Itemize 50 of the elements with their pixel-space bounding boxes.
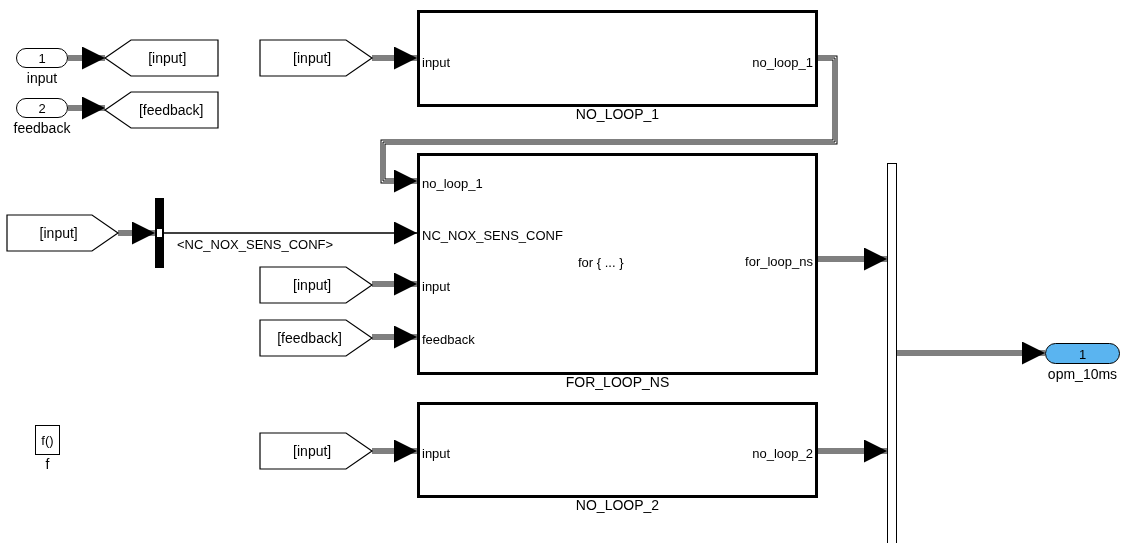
goto-tag-block xyxy=(105,92,218,128)
block-name: input xyxy=(26,70,58,86)
port-label: no_loop_2 xyxy=(752,446,813,461)
signal-arrow xyxy=(117,221,156,245)
port-number: 1 xyxy=(1078,346,1087,361)
port-label: input xyxy=(422,279,451,294)
bus-selector-bar xyxy=(155,198,164,268)
port-number: 1 xyxy=(38,50,46,66)
block-name: NO_LOOP_1 xyxy=(575,106,660,122)
signal-arrow xyxy=(896,341,1046,365)
bus-creator-bar xyxy=(887,163,897,543)
tag-label: [input] xyxy=(39,225,78,241)
tag-label: [feedback] xyxy=(277,330,342,346)
signal-arrow xyxy=(371,325,418,349)
tag-label: [input] xyxy=(293,443,332,459)
port-number: 2 xyxy=(38,100,46,116)
signal-arrow xyxy=(817,247,888,271)
tag-label: [input] xyxy=(293,50,332,66)
signal-arrow xyxy=(67,96,106,120)
tag-label: [input] xyxy=(148,50,187,66)
tag-label: [input] xyxy=(293,277,332,293)
from-tag-block xyxy=(7,215,118,251)
block-name: opm_10ms xyxy=(1047,366,1118,382)
tag-label: f() xyxy=(41,432,54,448)
signal-arrow xyxy=(163,221,418,245)
block-name: NO_LOOP_2 xyxy=(575,497,660,513)
tag-label: [feedback] xyxy=(138,102,204,118)
port-label: feedback xyxy=(422,332,475,347)
goto-tag-block xyxy=(105,40,218,76)
port-label: NC_NOX_SENS_CONF xyxy=(422,228,563,243)
block-name: f xyxy=(45,456,50,472)
port-label: input xyxy=(422,55,451,70)
port-label: input xyxy=(422,446,451,461)
from-tag-block xyxy=(260,433,372,469)
from-tag-block xyxy=(260,320,372,356)
block-name: FOR_LOOP_NS xyxy=(565,374,670,390)
signal-arrow xyxy=(371,46,418,70)
block-name: feedback xyxy=(13,120,71,136)
signal-arrow xyxy=(380,55,838,193)
port-label: for_loop_ns xyxy=(745,254,813,269)
from-tag-block xyxy=(260,267,372,303)
signal-arrow xyxy=(67,46,106,70)
signal-arrow xyxy=(817,439,888,463)
signal-arrow xyxy=(371,272,418,296)
port-label: no_loop_1 xyxy=(422,176,483,191)
signal-arrow xyxy=(371,439,418,463)
block-text: for { ... } xyxy=(578,255,624,270)
port-label: no_loop_1 xyxy=(752,55,813,70)
edge-label: <NC_NOX_SENS_CONF> xyxy=(176,237,335,252)
from-tag-block xyxy=(260,40,372,76)
